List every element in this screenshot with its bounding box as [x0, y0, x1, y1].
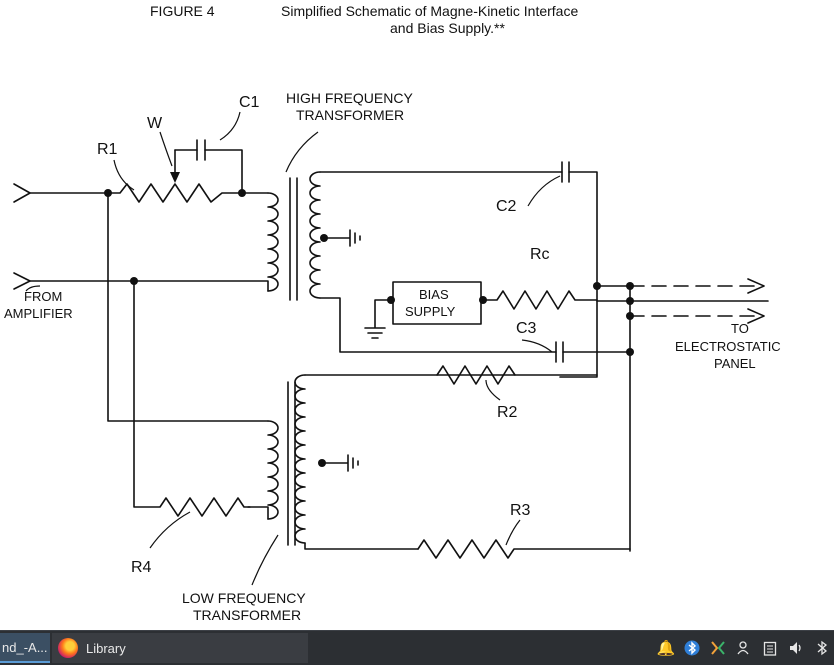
- label-r2: R2: [497, 404, 518, 421]
- capacitor-c1: [196, 139, 206, 161]
- label-bias-line1: BIAS: [419, 287, 449, 302]
- label-bias-line2: SUPPLY: [405, 304, 456, 319]
- taskbar-task-document[interactable]: nd_-A...: [0, 633, 50, 663]
- lf-primary-coil: [267, 420, 279, 520]
- label-r4: R4: [131, 559, 152, 576]
- input-terminal-1: [13, 183, 31, 203]
- label-c1: C1: [239, 94, 260, 111]
- system-tray: 🔔: [656, 631, 834, 664]
- label-to-line2: ELECTROSTATIC: [675, 339, 781, 354]
- taskbar: nd_-A... Library 🔔: [0, 630, 834, 665]
- output-arrow-2: [747, 308, 765, 324]
- resistor-r4: [133, 280, 251, 517]
- task-document-label: nd_-A...: [2, 639, 48, 655]
- resistor-r2: [436, 365, 516, 385]
- label-lf-line2: TRANSFORMER: [193, 607, 301, 623]
- taskbar-task-library[interactable]: Library: [52, 633, 308, 663]
- resistor-r3: [417, 539, 631, 559]
- resistor-r1: [107, 183, 243, 203]
- figure-title-line2: and Bias Supply.**: [390, 20, 505, 36]
- label-r1: R1: [97, 141, 118, 158]
- schematic-diagram: FIGURE 4 Simplified Schematic of Magne-K…: [4, 3, 781, 623]
- label-c3: C3: [516, 320, 537, 337]
- bias-ground-icon: [364, 299, 394, 339]
- schematic-canvas: FIGURE 4 Simplified Schematic of Magne-K…: [4, 3, 781, 623]
- figure-number: FIGURE 4: [150, 3, 215, 19]
- task-library-label: Library: [86, 640, 126, 656]
- label-r3: R3: [510, 502, 531, 519]
- firefox-icon: [58, 638, 78, 658]
- kde-connect-icon[interactable]: [708, 638, 728, 658]
- label-from-line1: FROM: [24, 289, 62, 304]
- input-wire-bottom: [29, 280, 269, 292]
- output-arrow-1: [747, 278, 765, 294]
- resistor-rc: [482, 290, 598, 310]
- label-c2: C2: [496, 198, 517, 215]
- clipboard-icon[interactable]: [760, 638, 780, 658]
- network-icon[interactable]: [812, 638, 832, 658]
- notifications-icon[interactable]: 🔔: [656, 639, 676, 657]
- user-switch-icon[interactable]: [734, 638, 754, 658]
- bluetooth-icon[interactable]: [682, 638, 702, 658]
- figure-title-line1: Simplified Schematic of Magne-Kinetic In…: [281, 3, 578, 19]
- volume-icon[interactable]: [786, 638, 806, 658]
- label-rc: Rc: [530, 246, 550, 263]
- label-from-line2: AMPLIFIER: [4, 306, 73, 321]
- hf-core: [289, 177, 298, 301]
- label-w: W: [147, 115, 163, 132]
- wiper-arrow: [170, 172, 180, 183]
- label-hf-line1: HIGH FREQUENCY: [286, 90, 413, 106]
- label-hf-line2: TRANSFORMER: [296, 107, 404, 123]
- capacitor-c3: [555, 341, 564, 363]
- label-lf-line1: LOW FREQUENCY: [182, 590, 306, 606]
- label-to-line1: TO: [731, 321, 749, 336]
- capacitor-c2: [561, 161, 570, 183]
- lf-secondary-coil: [294, 374, 306, 544]
- label-to-line3: PANEL: [714, 356, 756, 371]
- hf-secondary-coil: [309, 171, 321, 299]
- input-terminal-2: [13, 272, 31, 290]
- hf-primary-coil: [267, 192, 279, 292]
- lf-ground-icon: [321, 454, 359, 472]
- lf-core: [287, 381, 296, 546]
- hf-ground-icon: [323, 229, 361, 247]
